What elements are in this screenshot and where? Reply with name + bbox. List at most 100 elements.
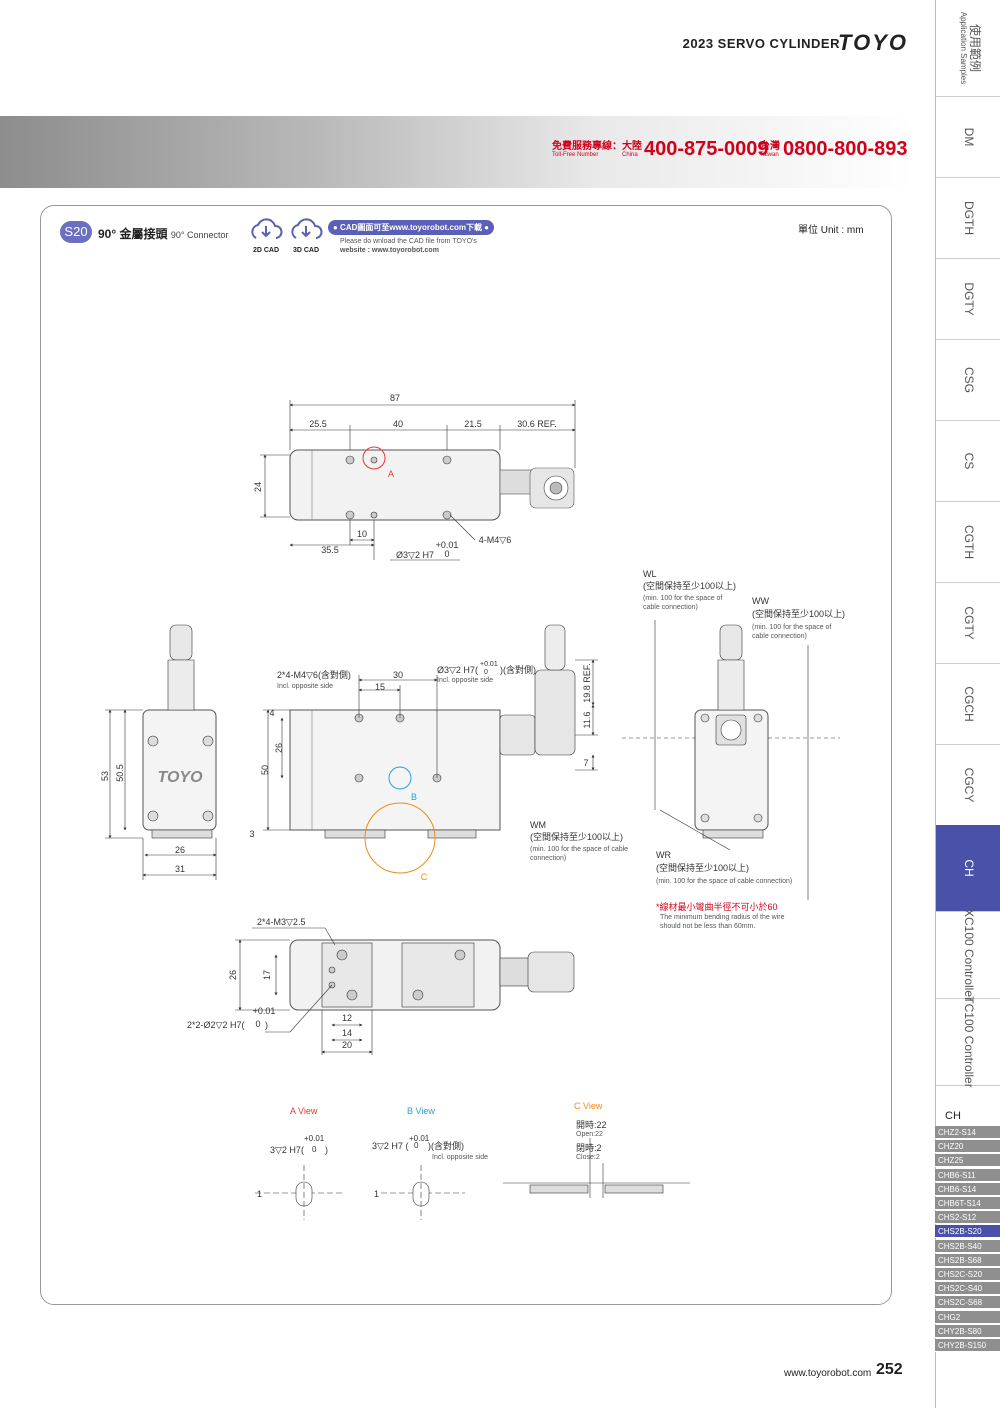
model-item[interactable]: CHZ2-S14 [935, 1126, 1000, 1139]
dim-4: 4 [269, 708, 274, 718]
dim-50-5: 50.5 [115, 764, 125, 782]
tollfree-label-en: Toll-Free Number [552, 152, 599, 158]
tab-cgch[interactable]: CGCH [936, 663, 1000, 745]
tab-label: CGCY [961, 767, 976, 802]
model-item[interactable]: CHB6-S14 [935, 1182, 1000, 1196]
tab-dm[interactable]: DM [936, 96, 1000, 178]
tab-label: TC100 Controller [961, 995, 976, 1088]
dim-15: 15 [375, 682, 385, 692]
view-a-spec: 3▽2 H7( [270, 1145, 304, 1155]
dim-14: 14 [342, 1028, 352, 1038]
cad-note-line1: Please do wnload the CAD file from TOYO'… [340, 238, 477, 245]
tab-label: CGTY [961, 605, 976, 640]
dim-12: 12 [342, 1013, 352, 1023]
model-item[interactable]: CHS2B-S20 [935, 1225, 1000, 1239]
model-item[interactable]: CHS2B-S68 [935, 1253, 1000, 1267]
cad-2d-label: 2D CAD [252, 247, 280, 254]
taiwan-phone: 0800-800-893 [783, 138, 908, 160]
view-c-close-en: Close:2 [576, 1154, 600, 1161]
ww-note-en2: cable connection) [752, 633, 807, 640]
wr-label: WR [656, 850, 671, 860]
cad-2d-button[interactable]: 2D CAD [248, 216, 284, 254]
tab-tc100-controller[interactable]: TC100 Controller [936, 995, 1000, 1088]
view-a-dim-1: 1 [257, 1189, 262, 1199]
model-item[interactable]: CHS2B-S40 [935, 1239, 1000, 1253]
cad-download-link[interactable]: ● CAD圖面可至www.toyorobot.com下載 ● [328, 220, 494, 235]
bottom-pin-tol-low: 0 [255, 1019, 260, 1029]
mark-a: A [388, 469, 394, 479]
view-a-tol-low: 0 [312, 1145, 317, 1154]
front-hole-spec: Ø3▽2 H7( [437, 665, 478, 675]
brand-logo: TOYO [838, 30, 908, 55]
dim-87: 87 [390, 393, 400, 403]
cad-3d-button[interactable]: 3D CAD [288, 216, 324, 254]
dim-11-6: 11.6 [582, 712, 592, 729]
tab-xc100-controller[interactable]: XC100 Controller [936, 908, 1000, 1001]
model-item[interactable]: CHY2B-S150 [935, 1339, 1000, 1352]
wl-note-en1: (min. 100 for the space of [643, 595, 722, 602]
cad-note: Please do wnload the CAD file from TOYO'… [340, 237, 477, 255]
front-m4-spec: 2*4-M4▽6(含對側) [277, 669, 351, 680]
tab-cs[interactable]: CS [936, 420, 1000, 502]
view-b-tol-up: +0.01 [409, 1134, 430, 1143]
tab-label: XC100 Controller [961, 908, 976, 1001]
tab-dgty[interactable]: DGTY [936, 258, 1000, 340]
taiwan-label: 台灣 [760, 141, 780, 152]
taiwan-label-en: Taiwan [760, 152, 779, 158]
tab-sublabel: Application Samples [958, 11, 968, 85]
dim-25-5: 25.5 [309, 419, 327, 429]
tab-dgth[interactable]: DGTH [936, 177, 1000, 259]
view-b-tol-low: 0 [414, 1141, 419, 1150]
ww-note: (空間保持至少100以上) [752, 608, 845, 619]
front-view [263, 624, 598, 874]
view-b-en: Incl. opposite side [432, 1154, 488, 1161]
bottom-pin-spec: 2*2-Ø2▽2 H7( [187, 1020, 244, 1030]
footer-url[interactable]: www.toyorobot.com [784, 1368, 872, 1379]
model-item[interactable]: CHB6T-S14 [935, 1197, 1000, 1210]
tab-application-samples[interactable]: 使用範例 Application Samples [936, 0, 1000, 97]
model-item[interactable]: CHZ25 [935, 1154, 1000, 1168]
bottom-pin-tol-up: +0.01 [253, 1006, 276, 1016]
model-item[interactable]: CHS2C-S40 [935, 1282, 1000, 1296]
cad-3d-label: 3D CAD [292, 247, 320, 254]
mark-c: C [421, 872, 428, 882]
bend-radius-note-en1: The minimum bending radius of the wire [660, 914, 785, 921]
view-b-spec: 3▽2 H7 ( [372, 1141, 408, 1151]
bend-radius-note: *線材最小彎曲半徑不可小於60 [656, 901, 778, 912]
dim-53: 53 [100, 771, 110, 781]
right-view [622, 620, 840, 900]
view-b-suffix: )(含對側) [428, 1140, 464, 1151]
dim-20: 20 [342, 1040, 352, 1050]
cad-note-line2: website : www.toyorobot.com [340, 247, 439, 254]
model-item[interactable]: CHB6-S11 [935, 1168, 1000, 1182]
dim-19-8: 19.8 REF. [582, 663, 592, 703]
tab-label: DGTY [961, 281, 976, 316]
tab-label: 使用範例 [967, 23, 982, 73]
tab-label: CGCH [961, 685, 976, 722]
view-a-tol-up: +0.01 [304, 1134, 325, 1143]
tab-label: CGTH [961, 524, 976, 559]
model-item[interactable]: CHS2-S12 [935, 1211, 1000, 1225]
tab-cgth[interactable]: CGTH [936, 501, 1000, 583]
dim-3: 3 [249, 829, 254, 839]
dim-35-5: 35.5 [321, 545, 339, 555]
model-item[interactable]: CHS2C-S68 [935, 1296, 1000, 1310]
models-heading: CH [945, 1110, 961, 1122]
tab-csg[interactable]: CSG [936, 339, 1000, 421]
tab-cgty[interactable]: CGTY [936, 582, 1000, 664]
wr-note-en: (min. 100 for the space of cable connect… [656, 878, 792, 885]
model-item[interactable]: CHG2 [935, 1310, 1000, 1324]
dim-7: 7 [583, 758, 588, 768]
tab-label: CS [961, 452, 976, 469]
model-item[interactable]: CHZ20 [935, 1140, 1000, 1154]
section-title-en: 90° Connector [170, 230, 229, 240]
tab-cgcy[interactable]: CGCY [936, 744, 1000, 826]
tab-ch[interactable]: CH [936, 825, 1000, 912]
tab-label: CH [961, 859, 976, 877]
page-number: 252 [876, 1361, 903, 1378]
model-item[interactable]: CHY2B-S80 [935, 1324, 1000, 1338]
model-item[interactable]: CHS2C-S20 [935, 1268, 1000, 1281]
china-phone: 400-875-0009 [644, 138, 769, 160]
view-c-open-en: Open:22 [576, 1131, 603, 1138]
dim-24: 24 [253, 482, 263, 492]
